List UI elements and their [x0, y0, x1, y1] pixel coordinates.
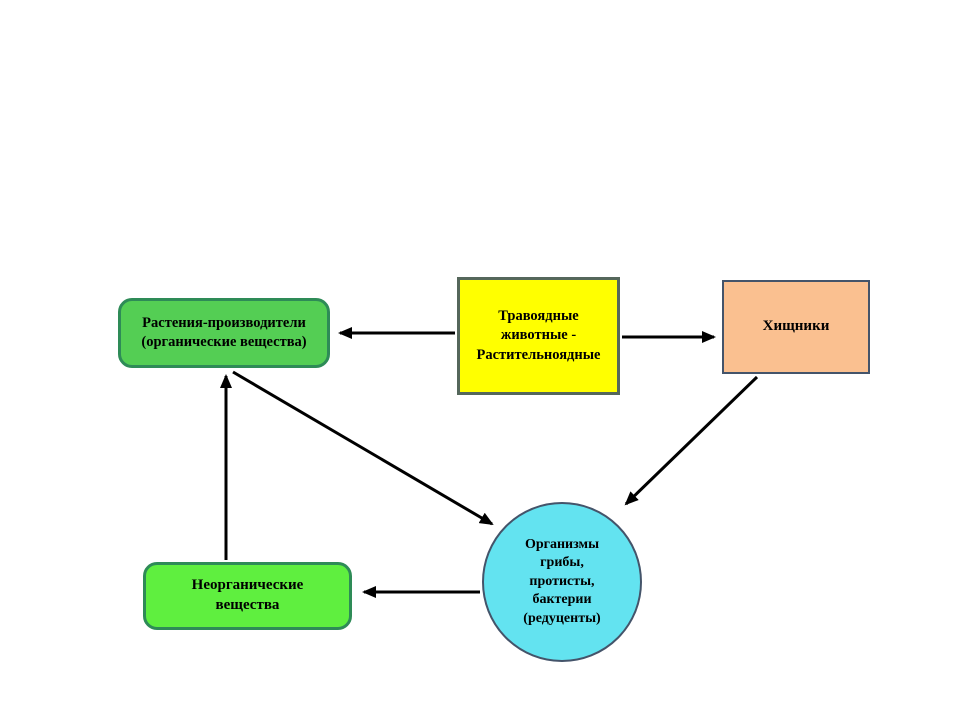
node-decomposers-label: Организмы грибы, протисты, бактерии (ред…	[523, 536, 601, 626]
node-predators-label: Хищники	[762, 318, 830, 335]
node-decomposers: Организмы грибы, протисты, бактерии (ред…	[482, 502, 642, 662]
node-plants-producers-label: Растения-производители (органические вещ…	[141, 314, 307, 350]
node-herbivores: Травоядные животные - Растительноядные	[457, 277, 620, 395]
arrow-plants-to-decomposers	[232, 370, 494, 526]
arrow-predators-to-decomposers	[624, 375, 759, 506]
node-inorganic-substances: Неорганические вещества	[143, 562, 352, 630]
node-plants-producers: Растения-производители (органические вещ…	[118, 298, 330, 368]
node-herbivores-label: Травоядные животные - Растительноядные	[476, 308, 601, 363]
node-predators: Хищники	[722, 280, 870, 374]
node-inorganic-substances-label: Неорганические вещества	[191, 577, 304, 613]
